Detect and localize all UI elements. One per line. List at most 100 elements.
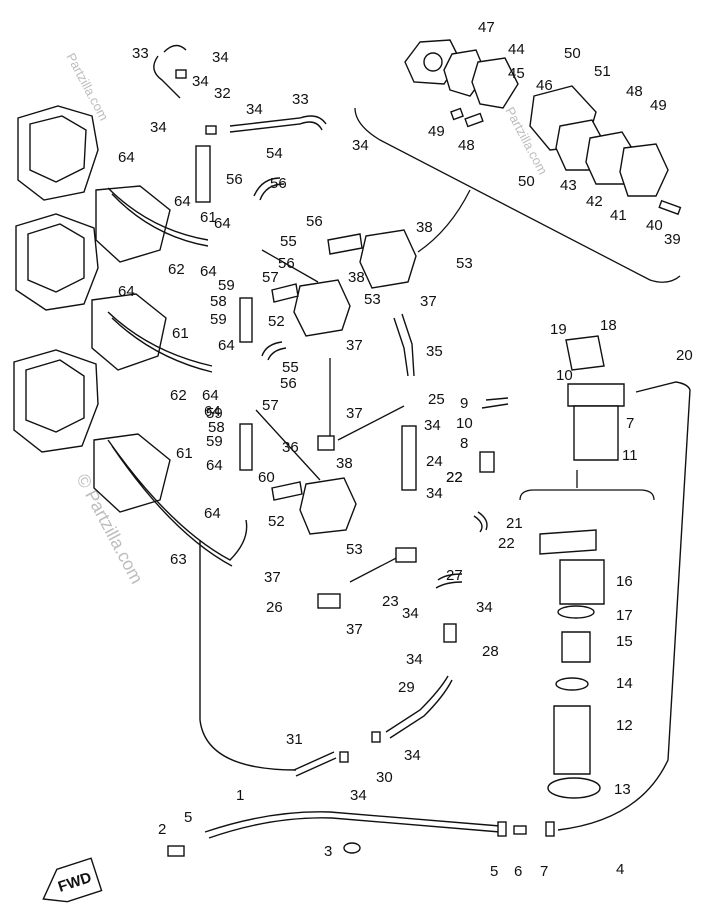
- callout-49: 49: [428, 123, 445, 140]
- callout-27: 27: [446, 567, 463, 584]
- callout-34: 34: [246, 101, 263, 118]
- callout-58: 58: [208, 419, 225, 436]
- callout-38: 38: [348, 269, 365, 286]
- callout-48: 48: [458, 137, 475, 154]
- callout-53: 53: [364, 291, 381, 308]
- callout-50: 50: [518, 173, 535, 190]
- callout-15: 15: [616, 633, 633, 650]
- callout-44: 44: [508, 41, 525, 58]
- callout-63: 63: [170, 551, 187, 568]
- callout-47: 47: [478, 19, 495, 36]
- callout-28: 28: [482, 643, 499, 660]
- callout-59: 59: [210, 311, 227, 328]
- callout-18: 18: [600, 317, 617, 334]
- callout-61: 61: [200, 209, 217, 226]
- callout-53: 53: [456, 255, 473, 272]
- callout-26: 26: [266, 599, 283, 616]
- callout-34: 34: [192, 73, 209, 90]
- callout-12: 12: [616, 717, 633, 734]
- callout-34: 34: [406, 651, 423, 668]
- callout-14: 14: [616, 675, 633, 692]
- callout-36: 36: [282, 439, 299, 456]
- callout-9: 9: [460, 395, 468, 412]
- callout-8: 8: [460, 435, 468, 452]
- callout-60: 60: [258, 469, 275, 486]
- callout-22: 22: [446, 469, 463, 486]
- callout-64: 64: [218, 337, 235, 354]
- callout-52: 52: [268, 313, 285, 330]
- callout-56: 56: [270, 175, 287, 192]
- callout-7: 7: [626, 415, 634, 432]
- fuel-filter-group: [479, 335, 655, 799]
- callout-3: 3: [324, 843, 332, 860]
- callout-35: 35: [426, 343, 443, 360]
- callout-37: 37: [346, 337, 363, 354]
- callout-6: 6: [514, 863, 522, 880]
- callout-5: 5: [490, 863, 498, 880]
- callout-39: 39: [664, 231, 681, 248]
- callout-11: 11: [622, 447, 638, 464]
- callout-55: 55: [282, 359, 299, 376]
- callout-59: 59: [206, 405, 223, 422]
- callout-56: 56: [226, 171, 243, 188]
- callout-38: 38: [336, 455, 353, 472]
- callout-42: 42: [586, 193, 603, 210]
- callout-64: 64: [214, 215, 231, 232]
- callout-38: 38: [416, 219, 433, 236]
- callout-37: 37: [346, 405, 363, 422]
- callout-13: 13: [614, 781, 631, 798]
- callout-10: 10: [556, 367, 573, 384]
- callout-34: 34: [350, 787, 367, 804]
- callout-64: 64: [118, 283, 135, 300]
- callout-55: 55: [280, 233, 297, 250]
- fuel-lines-group: [107, 44, 691, 839]
- callout-1: 1: [236, 787, 244, 804]
- callout-34: 34: [404, 747, 421, 764]
- callout-64: 64: [202, 387, 219, 404]
- callout-22: 22: [446, 469, 463, 486]
- callout-37: 37: [346, 621, 363, 638]
- callout-33: 33: [292, 91, 309, 108]
- callout-33: 33: [132, 45, 149, 62]
- callout-46: 46: [536, 77, 553, 94]
- callout-56: 56: [306, 213, 323, 230]
- callout-22: 22: [498, 535, 515, 552]
- callout-21: 21: [506, 515, 523, 532]
- callout-64: 64: [204, 505, 221, 522]
- callout-56: 56: [280, 375, 297, 392]
- callout-61: 61: [172, 325, 189, 342]
- fuel-pump-exploded-group: [354, 39, 682, 283]
- callout-7: 7: [540, 863, 548, 880]
- callout-56: 56: [278, 255, 295, 272]
- callout-10: 10: [456, 415, 473, 432]
- callout-59: 59: [218, 277, 235, 294]
- callout-5: 5: [184, 809, 192, 826]
- callout-41: 41: [610, 207, 627, 224]
- callout-43: 43: [560, 177, 577, 194]
- callout-64: 64: [118, 149, 135, 166]
- callout-62: 62: [168, 261, 185, 278]
- callout-16: 16: [616, 573, 633, 590]
- callout-49: 49: [650, 97, 667, 114]
- callout-40: 40: [646, 217, 663, 234]
- callout-58: 58: [210, 293, 227, 310]
- callout-2: 2: [158, 821, 166, 838]
- callout-25: 25: [428, 391, 445, 408]
- callout-48: 48: [626, 83, 643, 100]
- callout-32: 32: [214, 85, 231, 102]
- callout-54: 54: [266, 145, 283, 162]
- callout-34: 34: [150, 119, 167, 136]
- callout-34: 34: [212, 49, 229, 66]
- callout-64: 64: [204, 403, 221, 420]
- callout-4: 4: [616, 861, 624, 878]
- callout-57: 57: [262, 269, 279, 286]
- callout-51: 51: [594, 63, 611, 80]
- callout-20: 20: [676, 347, 693, 364]
- callout-34: 34: [352, 137, 369, 154]
- callout-24: 24: [426, 453, 443, 470]
- callout-17: 17: [616, 607, 633, 624]
- callout-23: 23: [382, 593, 399, 610]
- callout-29: 29: [398, 679, 415, 696]
- callout-57: 57: [262, 397, 279, 414]
